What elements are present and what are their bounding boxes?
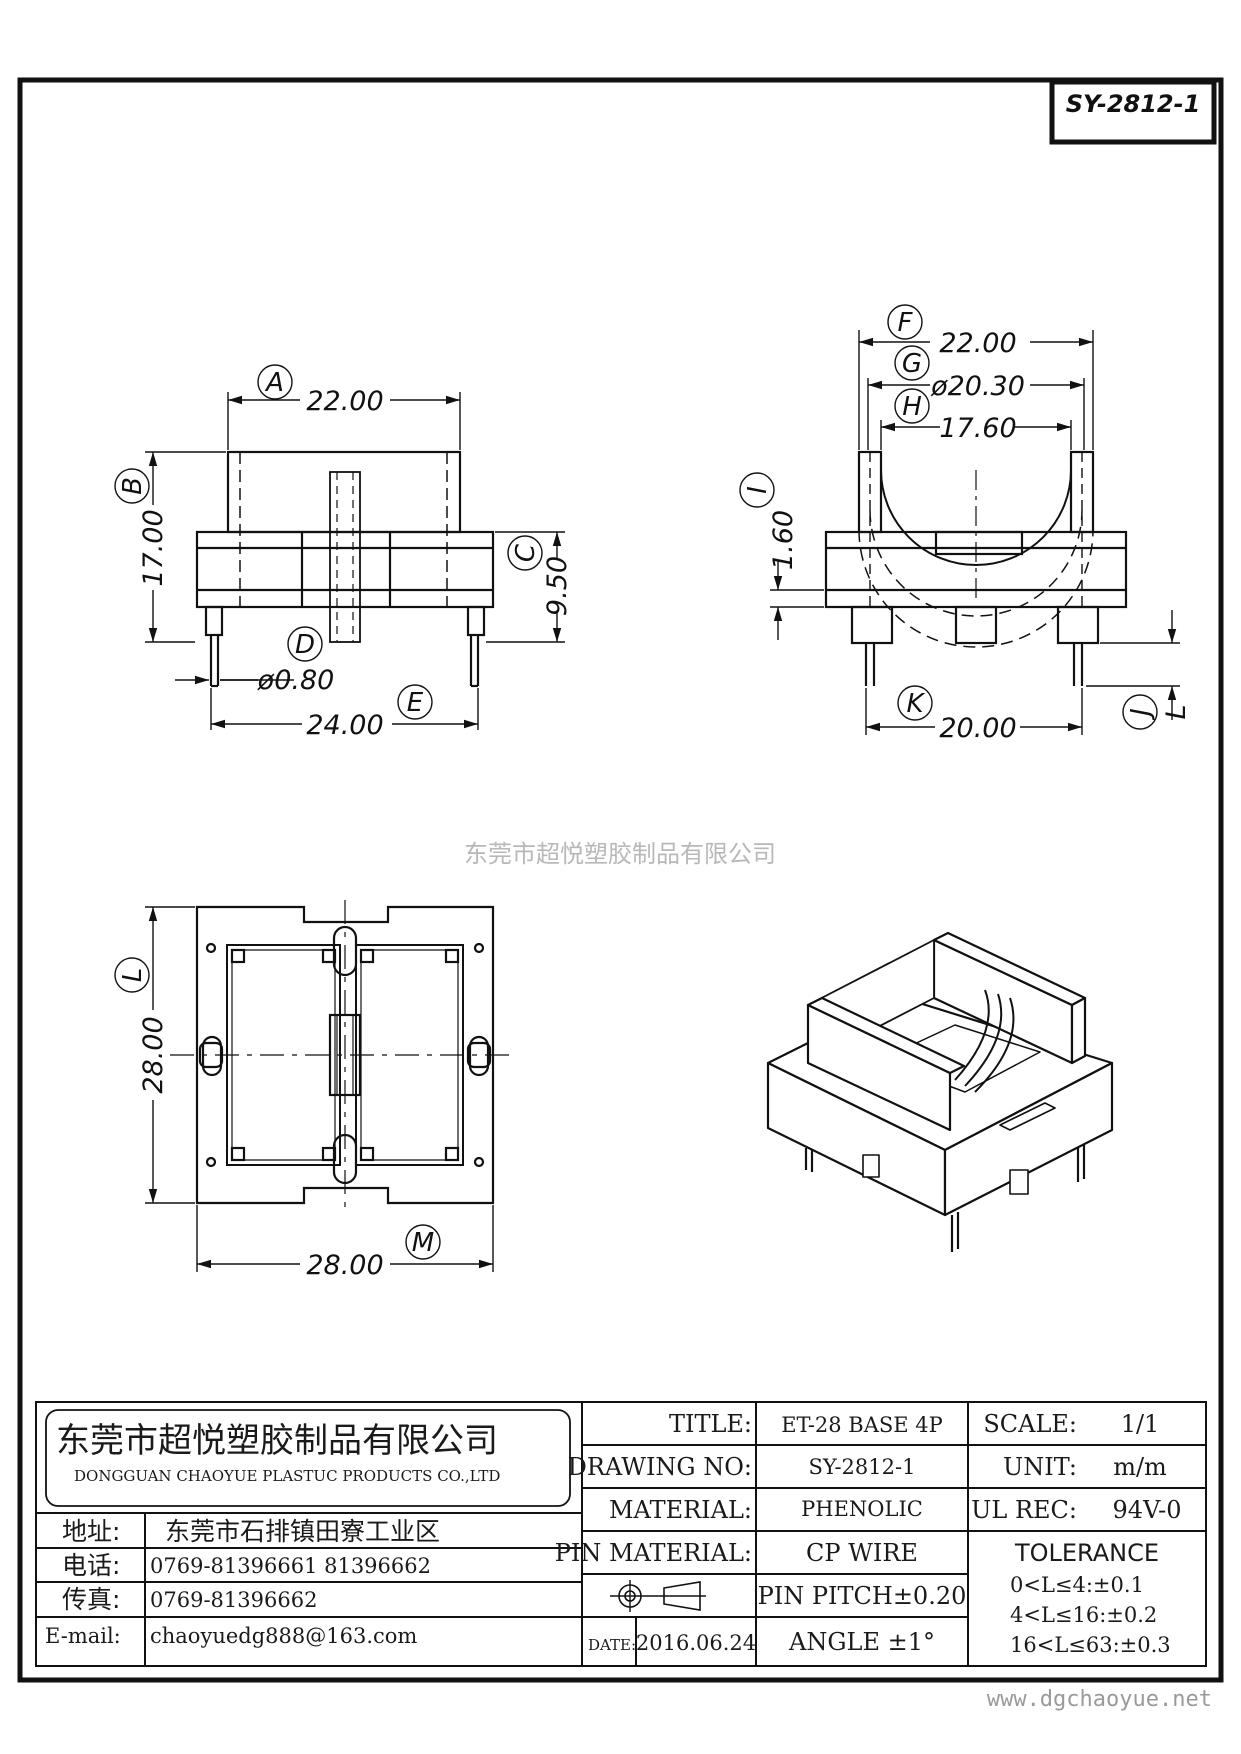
dim-i-letter: I bbox=[743, 486, 773, 494]
tolerance-2: 4<L≤16:±0.2 bbox=[1010, 1603, 1157, 1627]
dim-c-value: 9.50 bbox=[542, 556, 573, 616]
tolerance-1: 0<L≤4:±0.1 bbox=[1010, 1573, 1144, 1597]
company-name-en: DONGGUAN CHAOYUE PLASTUC PRODUCTS CO.,LT… bbox=[74, 1467, 500, 1485]
dim-k-value: 20.00 bbox=[939, 713, 1016, 744]
dim-f-letter: F bbox=[898, 308, 914, 338]
pin-material-value: CP WIRE bbox=[806, 1539, 918, 1567]
address-value: 东莞市石排镇田寮工业区 bbox=[165, 1517, 440, 1546]
dim-f-value: 22.00 bbox=[939, 328, 1016, 359]
date-label: DATE: bbox=[588, 1636, 636, 1654]
ul-value: 94V-0 bbox=[1112, 1496, 1181, 1524]
email-value: chaoyuedg888@163.com bbox=[150, 1624, 417, 1648]
drawing-number-box: SY-2812-1 bbox=[1049, 79, 1217, 145]
dim-a-value: 22.00 bbox=[306, 386, 383, 417]
fax-label: 传真: bbox=[62, 1585, 120, 1614]
front-view bbox=[195, 450, 495, 688]
front-view-dimensions bbox=[114, 364, 565, 730]
unit-value: m/m bbox=[1113, 1453, 1167, 1481]
drawing-no-value: SY-2812-1 bbox=[809, 1455, 916, 1479]
title-block bbox=[35, 1401, 1207, 1667]
watermark-text: 东莞市超悦塑胶制品有限公司 bbox=[464, 840, 776, 868]
isometric-view bbox=[766, 931, 1114, 1252]
sheet-border bbox=[17, 77, 1224, 1683]
dim-g-value: ø20.30 bbox=[930, 371, 1025, 402]
dim-m-value: 28.00 bbox=[306, 1250, 383, 1281]
ul-label: UL REC: bbox=[971, 1496, 1077, 1524]
material-label: MATERIAL: bbox=[609, 1496, 752, 1524]
material-value: PHENOLIC bbox=[801, 1497, 923, 1521]
date-value: 2016.06.24 bbox=[636, 1631, 756, 1655]
scale-value: 1/1 bbox=[1121, 1410, 1160, 1438]
dim-c-letter: C bbox=[511, 543, 541, 562]
dim-g-letter: G bbox=[902, 349, 922, 379]
drawing-number-text: SY-2812-1 bbox=[1066, 90, 1201, 118]
dim-l-value: 28.00 bbox=[138, 1016, 169, 1093]
drawing-no-label: DRAWING NO: bbox=[568, 1453, 752, 1481]
dim-d-value: ø0.80 bbox=[257, 665, 335, 696]
pin-material-label: PIN MATERIAL: bbox=[555, 1539, 752, 1567]
website-text: www.dgchaoyue.net bbox=[987, 1687, 1212, 1712]
dim-l-letter: L bbox=[118, 968, 148, 983]
side-view-dimensions bbox=[739, 304, 1180, 735]
dim-d-letter: D bbox=[295, 630, 315, 660]
dim-e-letter: E bbox=[407, 688, 424, 718]
dim-b-value: 17.00 bbox=[138, 509, 169, 586]
company-name-cn: 东莞市超悦塑胶制品有限公司 bbox=[56, 1421, 498, 1461]
dim-e-value: 24.00 bbox=[306, 710, 383, 741]
tolerance-label: TOLERANCE bbox=[1014, 1539, 1159, 1567]
dim-b-letter: B bbox=[118, 477, 148, 495]
title-value: ET-28 BASE 4P bbox=[781, 1413, 943, 1437]
phone-label: 电话: bbox=[62, 1551, 120, 1580]
dim-j-value: L bbox=[1161, 704, 1192, 719]
pin-pitch-value: PIN PITCH±0.20 bbox=[758, 1582, 967, 1610]
tolerance-3: 16<L≤63:±0.3 bbox=[1010, 1633, 1171, 1657]
dim-m-letter: M bbox=[412, 1228, 434, 1258]
dim-h-letter: H bbox=[902, 392, 922, 422]
address-label: 地址: bbox=[62, 1517, 120, 1546]
fax-value: 0769-81396662 bbox=[150, 1588, 317, 1612]
dim-j-letter: J bbox=[1126, 708, 1156, 721]
dim-h-value: 17.60 bbox=[939, 413, 1016, 444]
title-label: TITLE: bbox=[669, 1410, 752, 1438]
bottom-view-dimensions bbox=[114, 906, 494, 1272]
dim-a-letter: A bbox=[264, 368, 284, 398]
dim-k-letter: K bbox=[906, 689, 925, 719]
angle-value: ANGLE ±1° bbox=[788, 1628, 935, 1656]
email-label: E-mail: bbox=[45, 1624, 121, 1648]
side-view bbox=[824, 450, 1128, 686]
phone-value: 0769-81396661 81396662 bbox=[150, 1554, 431, 1578]
dim-i-value: 1.60 bbox=[768, 510, 799, 570]
scale-label: SCALE: bbox=[983, 1410, 1077, 1438]
unit-label: UNIT: bbox=[1003, 1453, 1077, 1481]
bottom-view bbox=[170, 900, 515, 1210]
